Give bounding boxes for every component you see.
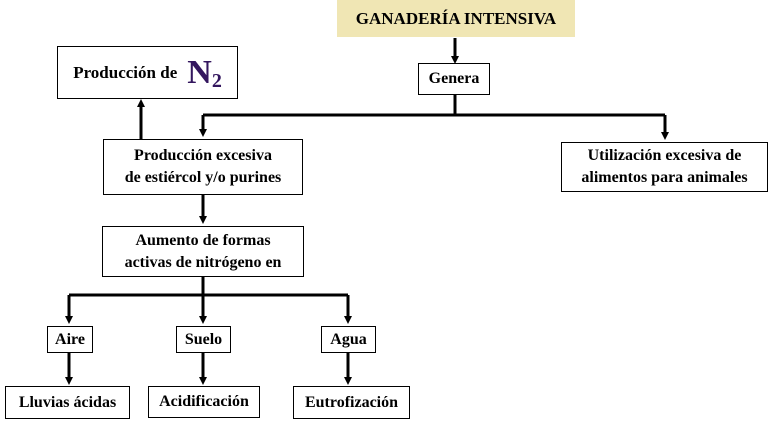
node-agua: Agua xyxy=(321,326,376,353)
node-suelo: Suelo xyxy=(176,326,231,353)
lluvias-text: Lluvias ácidas xyxy=(18,393,117,411)
aumento-line2: activas de nitrógeno en xyxy=(124,253,282,271)
node-aumento: Aumento de formas activas de nitrógeno e… xyxy=(102,226,304,277)
alimentos-line2: alimentos para animales xyxy=(581,169,748,186)
n2-subscript: 2 xyxy=(211,69,222,92)
aumento-line1: Aumento de formas xyxy=(135,231,271,249)
aire-text: Aire xyxy=(55,330,85,348)
agua-text: Agua xyxy=(330,330,367,348)
estiercol-line2: de estiércol y/o purines xyxy=(124,169,282,186)
eutrofizacion-text: Eutrofización xyxy=(304,393,399,411)
alimentos-line1: Utilización excesiva de xyxy=(587,147,742,164)
title-text: GANADERÍA INTENSIVA xyxy=(355,8,557,28)
node-lluvias-acidas: Lluvias ácidas xyxy=(5,386,130,419)
node-genera: Genera xyxy=(418,63,490,95)
genera-text: Genera xyxy=(428,70,480,87)
produccion-n2-label: Producción de xyxy=(73,62,178,82)
n2-symbol: N xyxy=(187,53,212,91)
node-estiercol: Producción excesiva de estiércol y/o pur… xyxy=(103,139,303,195)
node-aire: Aire xyxy=(47,326,93,353)
title-ganaderia-intensiva: GANADERÍA INTENSIVA xyxy=(337,0,575,37)
estiercol-line1: Producción excesiva xyxy=(134,147,272,164)
node-alimentos: Utilización excesiva de alimentos para a… xyxy=(561,142,768,192)
node-eutrofizacion: Eutrofización xyxy=(293,386,410,419)
suelo-text: Suelo xyxy=(184,330,223,348)
node-acidificacion: Acidificación xyxy=(148,386,260,418)
acidificacion-text: Acidificación xyxy=(159,393,249,410)
